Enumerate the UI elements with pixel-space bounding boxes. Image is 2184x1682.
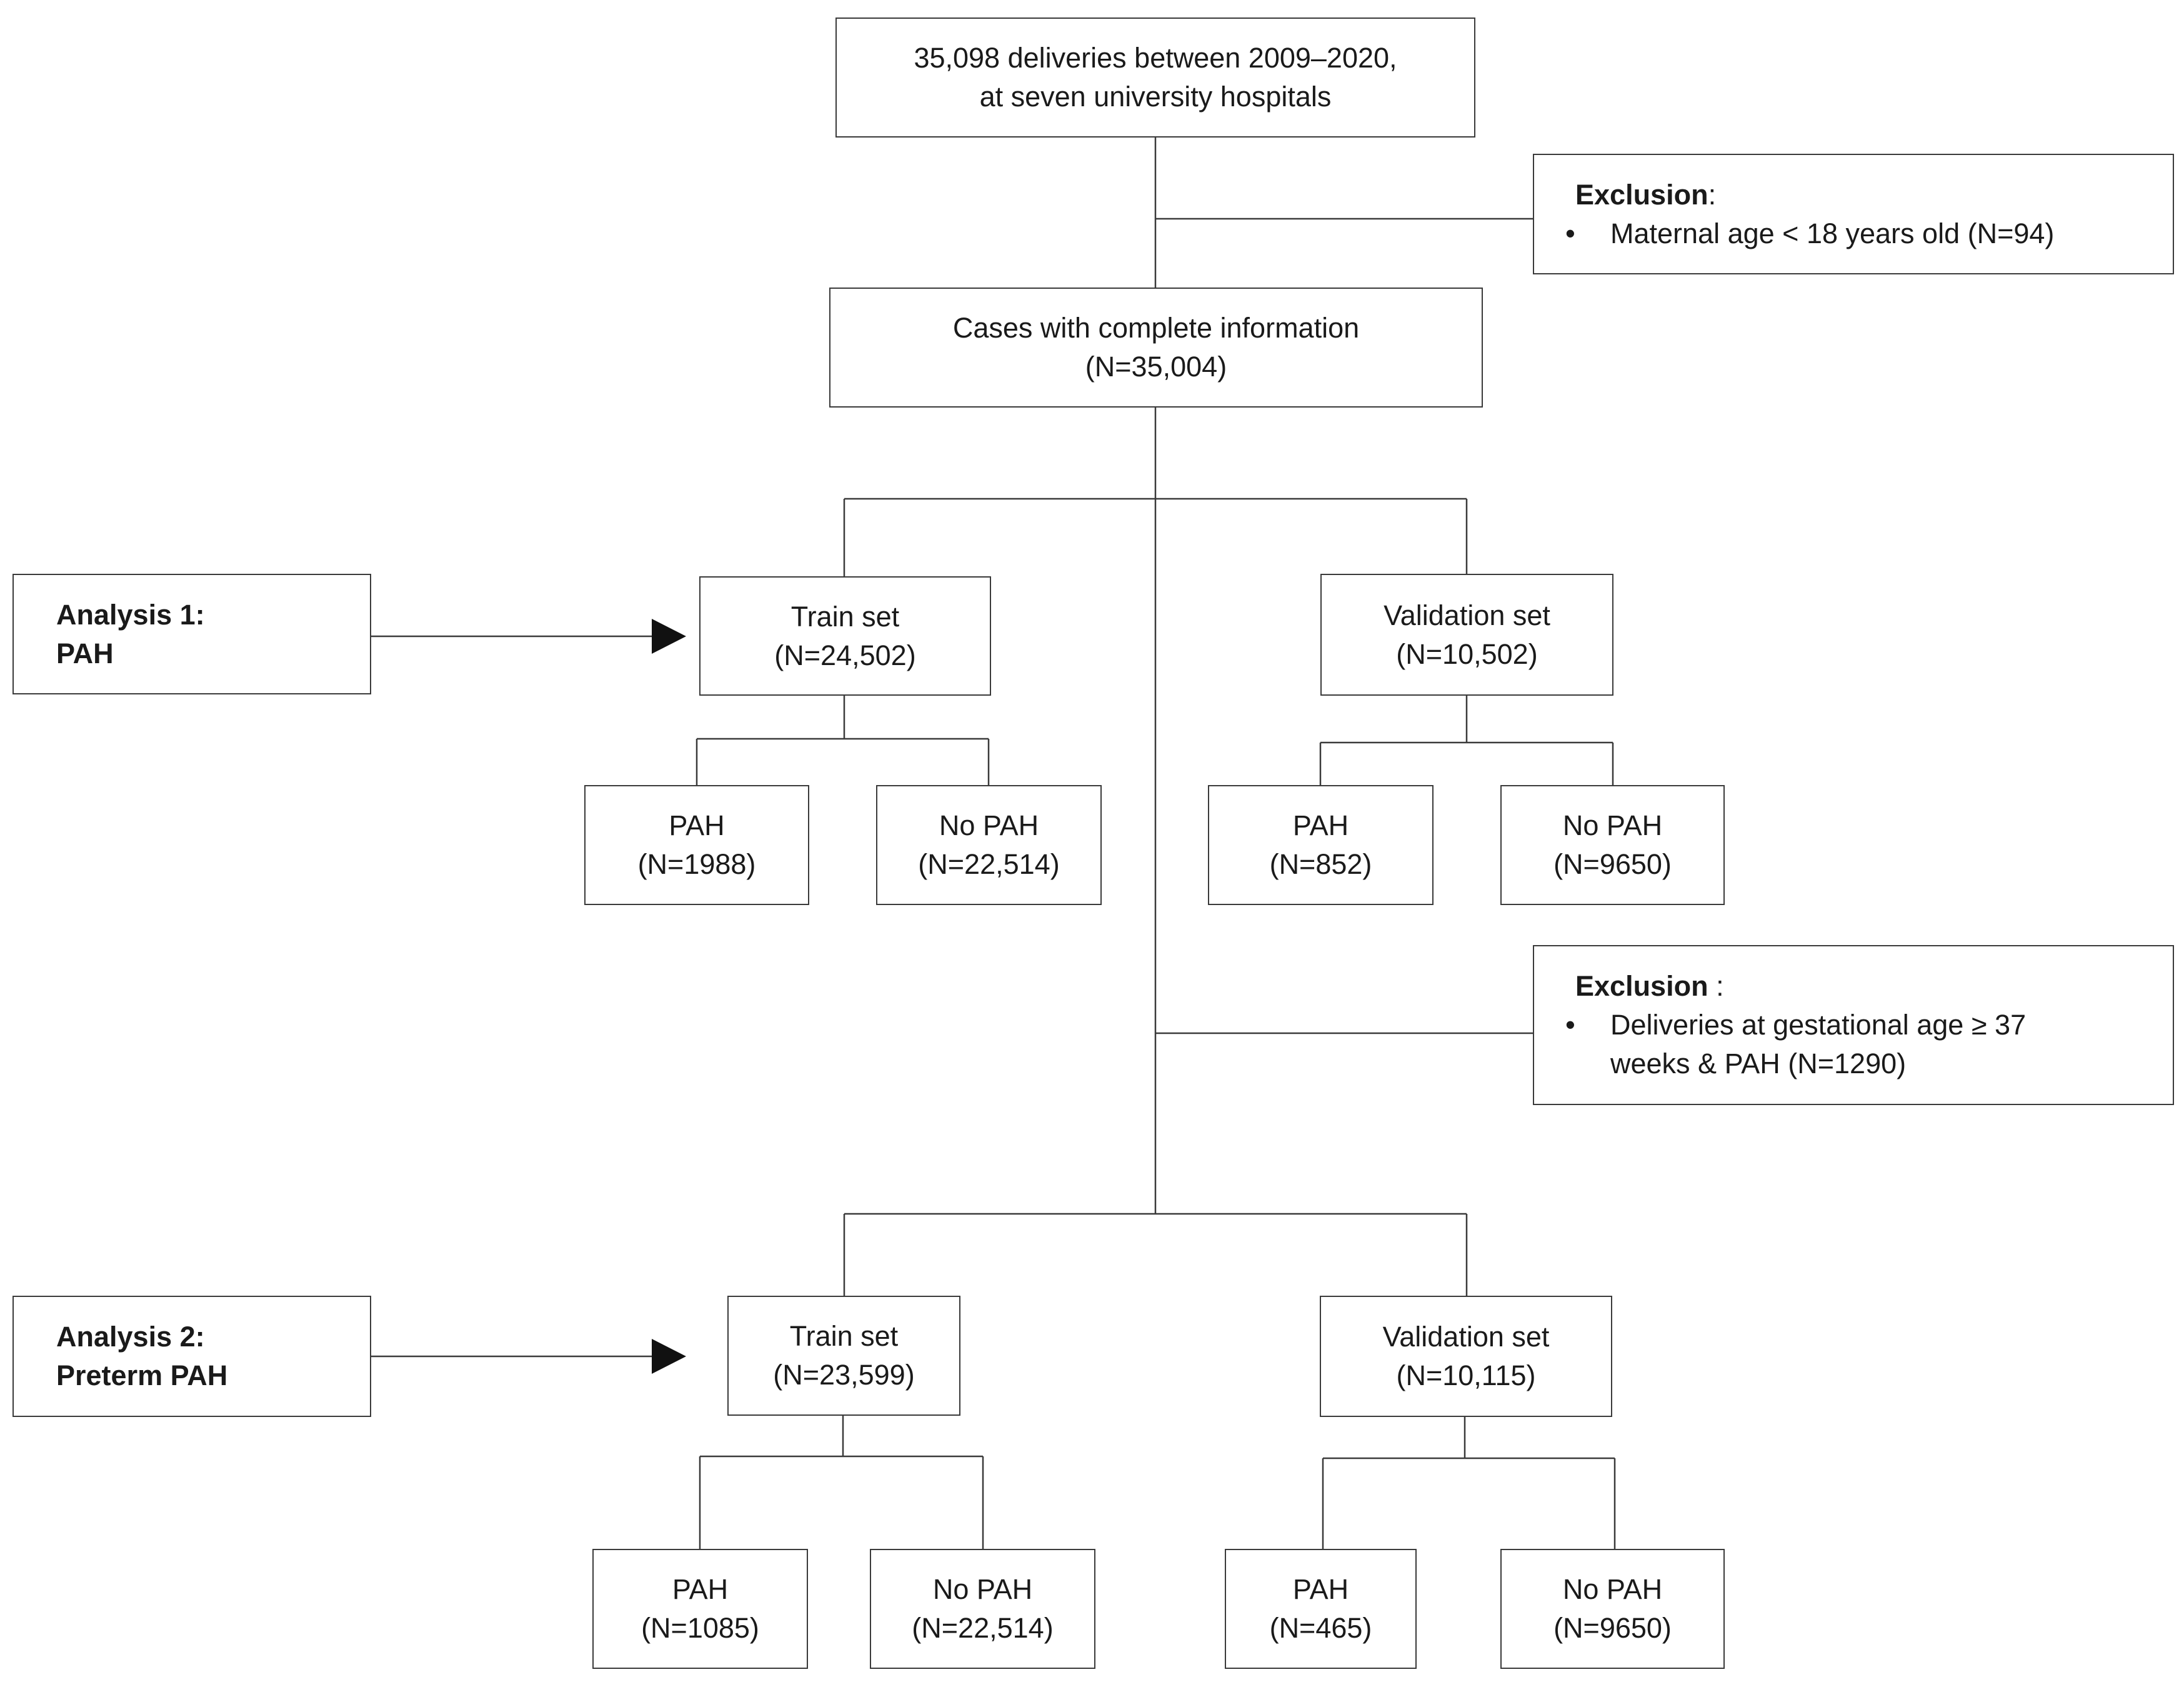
train-set-1-count: (N=24,502) (774, 639, 916, 671)
train-set-2-count: (N=23,599) (773, 1359, 915, 1391)
analysis-1-subtitle: PAH (56, 637, 114, 669)
train-1-pah-label: PAH (669, 809, 725, 841)
exclusion-2-box: Exclusion : • Deliveries at gestational … (1533, 945, 2174, 1105)
total-deliveries-box: 35,098 deliveries between 2009–2020, at … (835, 18, 1475, 138)
validation-1-pah-label: PAH (1292, 809, 1349, 841)
validation-set-2-count: (N=10,115) (1396, 1359, 1536, 1391)
analysis-1-box: Analysis 1: PAH (12, 574, 371, 694)
total-deliveries-line1: 35,098 deliveries between 2009–2020, (914, 42, 1397, 74)
train-2-no-pah-count: (N=22,514) (912, 1612, 1054, 1644)
train-2-no-pah-label: No PAH (932, 1573, 1033, 1605)
train-1-no-pah-label: No PAH (939, 809, 1039, 841)
train-1-pah-count: (N=1988) (637, 848, 756, 880)
exclusion-1-colon: : (1708, 178, 1717, 211)
exclusion-1-text: Maternal age < 18 years old (N=94) (1610, 217, 2055, 249)
analysis-2-box: Analysis 2: Preterm PAH (12, 1296, 371, 1417)
train-2-pah-box: PAH (N=1085) (592, 1549, 808, 1669)
validation-set-2-box: Validation set (N=10,115) (1320, 1296, 1612, 1417)
train-set-1-label: Train set (790, 600, 900, 633)
train-2-pah-count: (N=1085) (641, 1612, 759, 1644)
validation-set-1-count: (N=10,502) (1396, 638, 1538, 670)
train-set-2-label: Train set (789, 1320, 899, 1352)
exclusion-2-colon: : (1708, 970, 1724, 1002)
validation-2-pah-count: (N=465) (1269, 1612, 1372, 1644)
complete-cases-label: Cases with complete information (952, 312, 1360, 344)
bullet-icon: • (1565, 217, 1575, 249)
validation-2-no-pah-label: No PAH (1562, 1573, 1663, 1605)
complete-cases-box: Cases with complete information (N=35,00… (829, 288, 1483, 408)
validation-1-pah-box: PAH (N=852) (1208, 785, 1434, 905)
analysis-2-title: Analysis 2: (56, 1321, 205, 1353)
train-1-pah-box: PAH (N=1988) (584, 785, 809, 905)
validation-2-pah-box: PAH (N=465) (1225, 1549, 1417, 1669)
total-deliveries-line2: at seven university hospitals (979, 81, 1332, 113)
validation-set-1-label: Validation set (1384, 599, 1550, 631)
validation-2-pah-label: PAH (1292, 1573, 1349, 1605)
validation-set-1-box: Validation set (N=10,502) (1320, 574, 1613, 696)
exclusion-1-heading: Exclusion: (1575, 176, 1716, 214)
train-2-pah-label: PAH (672, 1573, 729, 1605)
validation-1-pah-count: (N=852) (1269, 848, 1372, 880)
analysis-1-title: Analysis 1: (56, 598, 205, 631)
exclusion-2-title: Exclusion (1575, 970, 1708, 1002)
bullet-icon: • (1565, 1009, 1575, 1041)
validation-2-no-pah-count: (N=9650) (1553, 1612, 1672, 1644)
exclusion-1-title: Exclusion (1575, 178, 1708, 211)
train-1-no-pah-box: No PAH (N=22,514) (876, 785, 1102, 905)
validation-1-no-pah-label: No PAH (1562, 809, 1663, 841)
validation-2-no-pah-box: No PAH (N=9650) (1500, 1549, 1725, 1669)
validation-1-no-pah-box: No PAH (N=9650) (1500, 785, 1725, 905)
train-set-1-box: Train set (N=24,502) (699, 576, 991, 696)
validation-1-no-pah-count: (N=9650) (1553, 848, 1672, 880)
arrow-head-1 (652, 619, 686, 654)
analysis-2-subtitle: Preterm PAH (56, 1359, 228, 1391)
train-1-no-pah-count: (N=22,514) (918, 848, 1060, 880)
train-2-no-pah-box: No PAH (N=22,514) (870, 1549, 1095, 1669)
exclusion-2-item: • Deliveries at gestational age ≥ 37 wee… (1565, 1006, 2073, 1083)
exclusion-1-item: • Maternal age < 18 years old (N=94) (1565, 214, 2085, 253)
exclusion-2-text: Deliveries at gestational age ≥ 37 weeks… (1610, 1009, 2027, 1079)
validation-set-2-label: Validation set (1382, 1321, 1550, 1353)
exclusion-1-box: Exclusion: • Maternal age < 18 years old… (1533, 154, 2174, 274)
exclusion-2-heading: Exclusion : (1575, 967, 1724, 1006)
arrow-head-2 (652, 1339, 686, 1374)
train-set-2-box: Train set (N=23,599) (727, 1296, 960, 1416)
complete-cases-count: (N=35,004) (1085, 351, 1227, 383)
